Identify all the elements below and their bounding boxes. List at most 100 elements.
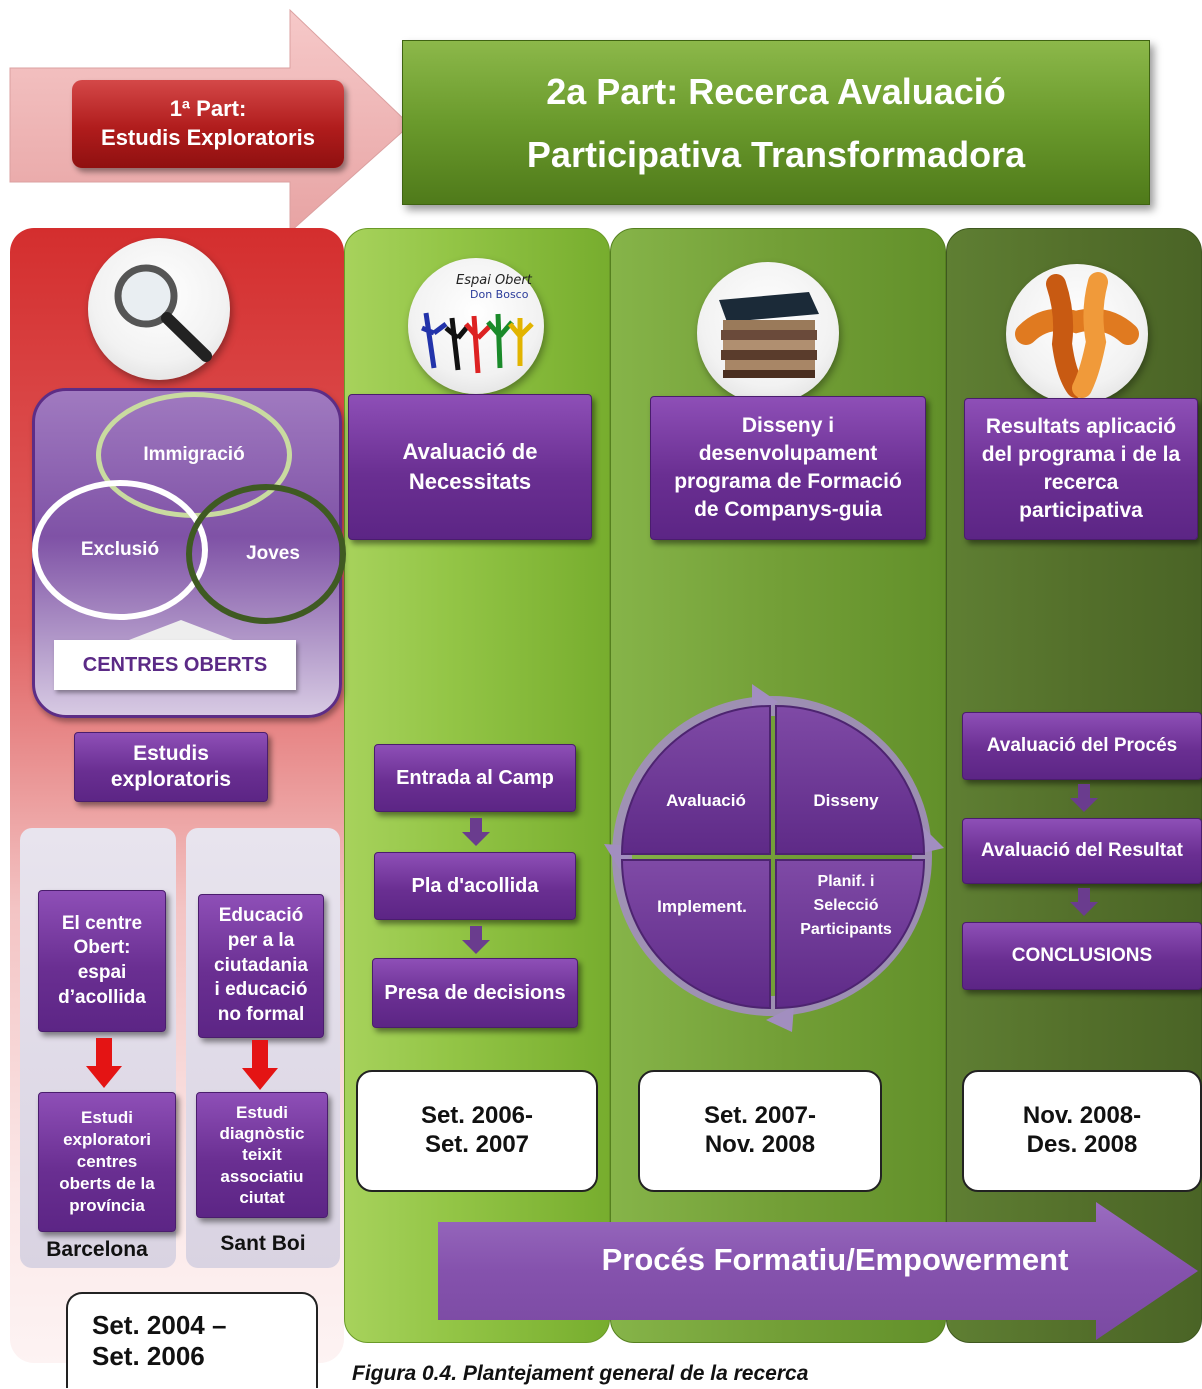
sb-bot-l4: associatiu — [220, 1166, 304, 1186]
cycle-q4-l1: Planif. i — [818, 873, 875, 890]
centres-oberts-text: CENTRES OBERTS — [82, 654, 268, 676]
step-conclusions-label: CONCLUSIONS — [1011, 944, 1153, 966]
sb-top-l3: ciutadania — [214, 954, 308, 976]
results-title-l4: participativa — [1019, 498, 1143, 522]
part2-header: 2a Part: Recerca Avaluació Participativa… — [402, 40, 1150, 205]
part1-line1: 1ª Part: — [169, 96, 247, 122]
step-proces-label: Avaluació del Procés — [986, 734, 1178, 756]
icon-text-line1: Espai Obert — [456, 273, 533, 288]
down-arrow-icon — [462, 818, 490, 846]
sb-bot-l2: diagnòstic — [219, 1124, 305, 1144]
step-decisions-label: Presa de decisions — [384, 982, 566, 1004]
magnifier-icon — [88, 238, 230, 380]
stack-of-papers-icon — [697, 262, 839, 404]
venn-label-immigracio: Immigració — [143, 443, 245, 465]
figure-caption: Figura 0.4. Plantejament general de la r… — [352, 1362, 809, 1385]
date-box-exploratory: Set. 2004 – Set. 2006 — [66, 1292, 318, 1388]
red-down-arrow-icon — [242, 1040, 278, 1090]
barcelona-label: Barcelona — [46, 1238, 148, 1261]
cycle-q4-l2: Selecció — [814, 897, 879, 914]
date-design-l1: Set. 2007- — [703, 1102, 817, 1130]
step-acollida: Pla d'acollida — [374, 852, 576, 920]
design-title-l1: Disseny i — [741, 414, 835, 438]
step-entrada-label: Entrada al Camp — [396, 767, 554, 789]
date-needs-l1: Set. 2006- — [420, 1102, 534, 1130]
bcn-top-l2: Obert: — [73, 937, 131, 959]
venn-label-exclusio: Exclusió — [80, 538, 160, 560]
date-results-l1: Nov. 2008- — [1022, 1102, 1142, 1130]
results-title-box: Resultats aplicació del programa i de la… — [964, 398, 1198, 540]
estudis-exploratoris-box: Estudis exploratoris — [74, 732, 268, 802]
red-down-arrow-icon — [86, 1038, 122, 1088]
step-acollida-label: Pla d'acollida — [411, 875, 539, 897]
barcelona-bottom-box: Estudi exploratori centres oberts de la … — [38, 1092, 176, 1232]
date-exploratory-l1: Set. 2004 – — [92, 1309, 227, 1340]
sb-bot-l5: ciutat — [239, 1187, 285, 1207]
centres-oberts-label: CENTRES OBERTS — [54, 640, 296, 690]
process-arrow-label: Procés Formatiu/Empowerment — [601, 1242, 1069, 1277]
date-results-l2: Des. 2008 — [1026, 1131, 1138, 1158]
date-exploratory-l2: Set. 2006 — [92, 1341, 205, 1371]
date-needs-l2: Set. 2007 — [424, 1131, 530, 1158]
cycle-diagram: Avaluació Disseny Implement. Planif. i S… — [604, 684, 944, 1032]
bcn-top-l1: El centre — [61, 912, 143, 934]
design-title-l3: programa de Formació — [674, 470, 902, 493]
needs-title-l2: Necessitats — [408, 469, 532, 494]
bcn-top-l4: d’acollida — [58, 986, 146, 1008]
santboi-top-box: Educació per a la ciutadania i educació … — [198, 894, 324, 1038]
step-proces: Avaluació del Procés — [962, 712, 1202, 780]
bcn-bot-l2: exploratori — [63, 1129, 151, 1149]
design-title-l2: desenvolupament — [698, 442, 878, 466]
estudis-line2: exploratoris — [110, 768, 232, 791]
date-box-results: Nov. 2008- Des. 2008 — [962, 1070, 1202, 1192]
step-conclusions: CONCLUSIONS — [962, 922, 1202, 990]
step-resultat-label: Avaluació del Resultat — [980, 839, 1184, 861]
date-box-needs: Set. 2006- Set. 2007 — [356, 1070, 598, 1192]
sb-top-l1: Educació — [218, 905, 304, 927]
results-title-l3: recerca — [1043, 471, 1119, 494]
part1-line2: Estudis Exploratoris — [101, 125, 315, 150]
down-arrow-icon — [1070, 784, 1098, 812]
down-arrow-icon — [1070, 888, 1098, 916]
santboi-bottom-box: Estudi diagnòstic teixit associatiu ciut… — [196, 1092, 328, 1218]
step-resultat: Avaluació del Resultat — [962, 818, 1202, 884]
icon-text-line2: Don Bosco — [470, 288, 529, 301]
venn-circle-exclusio: Exclusió — [32, 480, 208, 620]
cycle-q4-l3: Participants — [800, 921, 892, 938]
step-entrada: Entrada al Camp — [374, 744, 576, 812]
bcn-top-l3: espai — [77, 962, 127, 983]
step-decisions: Presa de decisions — [372, 958, 578, 1028]
design-title-box: Disseny i desenvolupament programa de Fo… — [650, 396, 926, 540]
needs-title-l1: Avaluació de — [402, 439, 538, 465]
cycle-q2-label: Disseny — [813, 791, 879, 810]
cycle-q3-label: Implement. — [657, 897, 747, 916]
sb-bot-l1: Estudi — [236, 1102, 288, 1122]
date-design-l2: Nov. 2008 — [704, 1131, 816, 1158]
estudis-line1: Estudis — [133, 741, 209, 765]
bcn-bot-l4: oberts de la — [59, 1174, 155, 1194]
cycle-q1-label: Avaluació — [666, 791, 746, 810]
sb-top-l5: no formal — [217, 1004, 305, 1026]
design-title-l4: de Companys-guia — [694, 497, 882, 521]
part2-line2: Participativa Transformadora — [526, 133, 1026, 175]
bcn-bot-l1: Estudi — [81, 1107, 133, 1127]
bcn-bot-l3: centres — [76, 1151, 138, 1171]
sb-bot-l3: teixit — [242, 1145, 282, 1165]
part2-line1: 2a Part: Recerca Avaluació — [546, 70, 1006, 112]
sb-top-l2: per a la — [227, 929, 295, 951]
results-title-l1: Resultats aplicació — [985, 415, 1177, 439]
venn-label-joves: Joves — [246, 542, 300, 564]
barcelona-top-box: El centre Obert: espai d’acollida — [38, 890, 166, 1032]
joined-hands-icon — [1006, 264, 1148, 404]
process-arrow — [438, 1202, 1198, 1340]
down-arrow-icon — [462, 926, 490, 954]
santboi-label: Sant Boi — [220, 1232, 306, 1255]
venn-circle-joves: Joves — [186, 484, 346, 624]
bcn-bot-l5: província — [69, 1196, 145, 1216]
date-exploratory-text: Set. 2004 – Set. 2006 — [92, 1310, 226, 1372]
date-box-design: Set. 2007- Nov. 2008 — [638, 1070, 882, 1192]
needs-title-box: Avaluació de Necessitats — [348, 394, 592, 540]
sb-top-l4: i educació — [214, 979, 308, 1001]
results-title-l2: del programa i de la — [981, 443, 1181, 467]
part1-box: 1ª Part: Estudis Exploratoris — [72, 80, 344, 168]
